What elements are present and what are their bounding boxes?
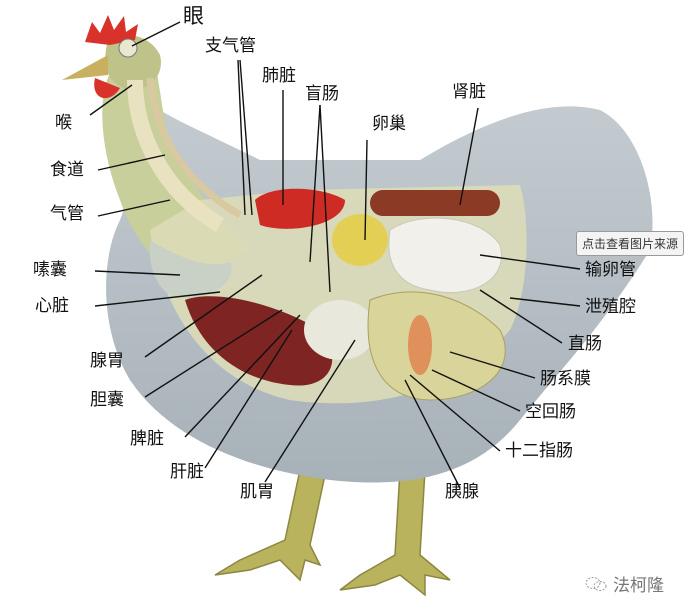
label-mesentery: 肠系膜 [540,369,591,389]
crop [149,240,232,298]
label-jejunum-ileum: 空回肠 [525,402,576,422]
label-cecum: 盲肠 [305,84,339,104]
wechat-logo-icon [585,576,607,591]
label-cloaca: 泄殖腔 [585,297,636,317]
intestines [367,291,506,401]
label-proventriculus: 腺胃 [90,351,124,371]
watermark: 法柯隆 [585,571,664,596]
label-pancreas: 胰腺 [445,482,479,502]
view-image-source-button[interactable]: 点击查看图片来源 [576,231,685,256]
label-gizzard: 肌胃 [240,482,274,502]
label-bronchus: 支气管 [205,36,256,56]
label-esophagus: 食道 [50,160,84,180]
label-gallbladder: 胆囊 [90,390,124,410]
label-oviduct: 输卵管 [585,260,636,280]
label-duodenum: 十二指肠 [505,441,573,461]
gizzard [304,300,376,360]
beak [62,55,108,80]
label-liver: 肝脏 [170,462,204,482]
label-lung: 肺脏 [262,66,296,86]
kidney [370,190,500,216]
pancreas [408,315,432,375]
label-eye: 眼 [183,4,204,28]
legs [214,469,451,597]
liver [185,296,333,386]
label-kidney: 肾脏 [452,82,486,102]
label-rectum: 直肠 [568,334,602,354]
watermark-text: 法柯隆 [613,576,664,596]
leader-lines [89,21,581,489]
label-spleen: 脾脏 [130,429,164,449]
label-heart: 心脏 [35,296,69,316]
label-ovary: 卵巢 [372,114,406,134]
label-trachea: 气管 [50,204,84,224]
lung [255,188,345,229]
comb [85,15,138,45]
oviduct [388,217,502,294]
label-crop: 嗉囊 [33,260,67,280]
label-larynx: 喉 [55,113,72,133]
ovary [332,214,388,266]
wattle [94,78,120,99]
